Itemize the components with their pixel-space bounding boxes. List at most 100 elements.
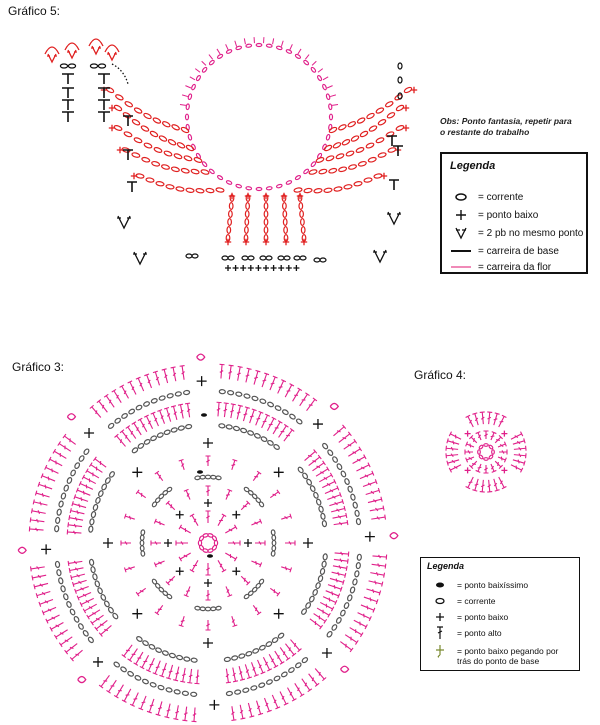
dc-stitch [327, 492, 342, 501]
dc-stitch [338, 431, 352, 443]
chain-stitch [78, 623, 84, 630]
chain-stitch [283, 255, 291, 261]
dc-stitch [216, 401, 222, 417]
chain-stitch [168, 652, 176, 659]
legend-label: = ponto alto [457, 628, 502, 638]
dc-stitch [465, 414, 474, 428]
sc-stitch [130, 172, 138, 180]
dc-stitch [70, 573, 86, 581]
dc-stitch [468, 434, 478, 444]
dc-stitch [278, 423, 289, 438]
dc-stitch [216, 48, 221, 55]
dc-stitch [281, 566, 293, 573]
sc-stitch [273, 467, 284, 478]
dc-stitch [205, 455, 211, 466]
dc-stitch [249, 408, 257, 424]
chain-stitch [368, 125, 378, 132]
dc-stitch [497, 456, 507, 463]
chain-stitch [54, 525, 60, 533]
dc-stitch [324, 485, 340, 494]
chain-stitch [323, 187, 333, 193]
dc-stitch [114, 433, 126, 447]
chain-stitch [183, 155, 193, 162]
chain-stitch [245, 650, 253, 657]
chain-stitch [386, 112, 396, 119]
dc-stitch [329, 94, 337, 98]
chain-stitch [294, 53, 302, 60]
slip-stitch [207, 554, 213, 558]
dc-stitch [464, 449, 473, 455]
dc-stitch [297, 48, 302, 55]
dc-stitch [152, 660, 161, 676]
dc-stitch [285, 643, 297, 657]
dc-stitch [308, 454, 322, 466]
chain-stitch [183, 656, 191, 662]
sc-stitch [380, 172, 388, 180]
chain-stitch [349, 586, 356, 594]
dc-stitch [69, 649, 83, 662]
chain-stitch [319, 567, 326, 575]
chain-stitch [56, 569, 62, 577]
chain-stitch [359, 130, 369, 138]
dc-stitch [228, 540, 241, 546]
dc-stitch [327, 584, 343, 592]
dc-stitch [45, 614, 60, 624]
dc-stitch [371, 563, 387, 569]
chain-stitch [143, 438, 151, 445]
dc-stitch [179, 103, 186, 106]
dc-stitch [85, 468, 100, 479]
dc-stitch [325, 590, 341, 599]
chain-stitch [354, 570, 360, 578]
chain-stitch [149, 130, 159, 138]
dc-stitch [340, 641, 354, 653]
chain-stitch [313, 257, 321, 263]
chain-stitch [265, 43, 273, 48]
chain-stitch [267, 401, 275, 408]
chain-stitch [335, 616, 342, 624]
chain-stitch [281, 202, 287, 211]
dc-stitch [353, 619, 368, 630]
dc-stitch [28, 526, 44, 532]
dc-stitch [78, 480, 94, 490]
sc-stitch [278, 265, 285, 271]
dc-stitch [31, 574, 47, 581]
sc-stitch [232, 510, 241, 519]
chain-stitch [124, 101, 134, 108]
chain-stitch [258, 644, 266, 651]
dc-stitch [304, 449, 318, 461]
chain-stitch [225, 424, 233, 430]
chain-stitch [104, 477, 111, 484]
dc-stitch [165, 500, 176, 511]
dc-stitch [194, 669, 200, 685]
chain-stitch [273, 675, 281, 682]
slip-stitch-icon [427, 578, 453, 592]
chain-stitch [333, 186, 343, 192]
dc-stitch [131, 421, 142, 436]
chain-stitch [151, 578, 158, 585]
dc-stitch [153, 518, 165, 526]
dc-stitch [150, 411, 159, 427]
sc-stitch [270, 265, 277, 271]
chain-stitch [103, 600, 110, 608]
dc-stitch [319, 472, 334, 483]
chain-stitch [148, 643, 156, 650]
chain-stitch [347, 121, 357, 128]
chain-stitch [316, 74, 323, 82]
sc-stitch [242, 238, 250, 246]
dc-stitch [64, 643, 78, 655]
dc-stitch [352, 454, 367, 464]
dc-stitch [121, 688, 132, 703]
chain-stitch [123, 131, 133, 138]
chain-stitch [187, 133, 193, 141]
dc-stitch [252, 604, 262, 616]
dc-stitch [181, 94, 189, 98]
sc-stitch [93, 656, 104, 667]
chain-stitch [82, 630, 89, 637]
dc-stitch [329, 498, 345, 507]
chain-stitch [373, 173, 383, 179]
dc-stitch [166, 664, 174, 680]
dc-stitch [510, 464, 524, 473]
chart4-drawing [445, 411, 527, 493]
dc-stitch [170, 366, 177, 382]
